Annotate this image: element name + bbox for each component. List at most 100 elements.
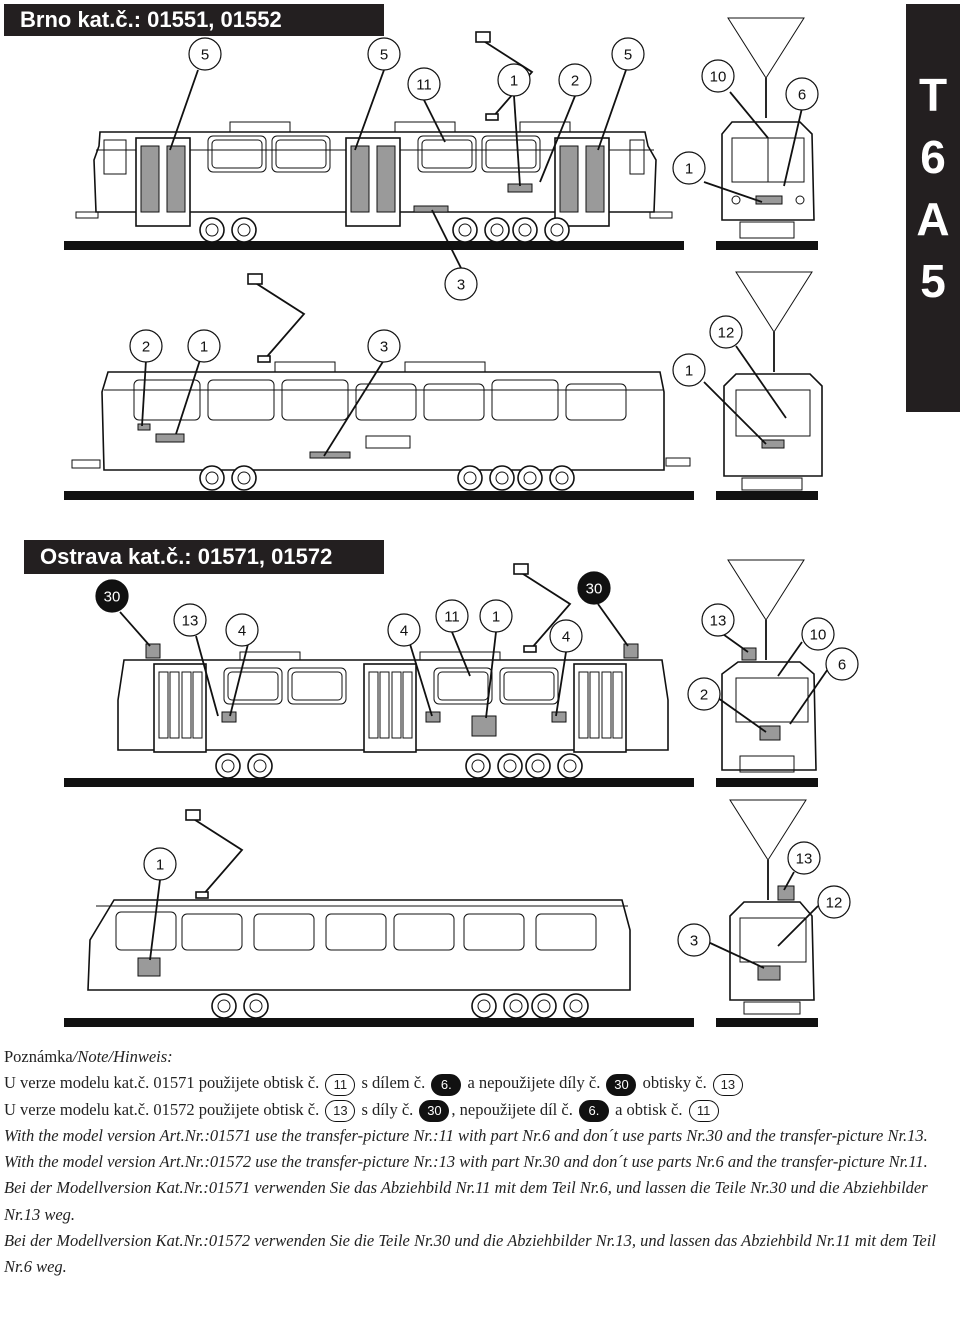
- callout-1-brno: 1: [497, 63, 531, 97]
- note-cz2-text-e: a obtisk č.: [615, 1099, 683, 1119]
- rail-7: [64, 1018, 694, 1027]
- callout-3-brno-bottom: 3: [367, 329, 401, 363]
- svg-text:1: 1: [156, 857, 164, 874]
- svg-text:30: 30: [104, 589, 121, 606]
- brno-front-view-bottom: [716, 271, 823, 500]
- ostrava-side-view-bottom: [64, 809, 694, 1027]
- tab-letter-4: 5: [920, 255, 946, 307]
- svg-text:5: 5: [624, 47, 632, 64]
- svg-text:10: 10: [710, 69, 727, 86]
- badge-13: 13: [325, 1099, 356, 1122]
- svg-text:4: 4: [400, 623, 408, 640]
- rail-5: [64, 778, 694, 787]
- callout-2-ostrava-front: 2: [687, 677, 721, 711]
- leader-lines: [119, 69, 831, 969]
- callout-10-brno-front: 10: [701, 59, 735, 93]
- callout-4-b: 4: [387, 613, 421, 647]
- callout-2-brno: 2: [558, 63, 592, 97]
- svg-text:12: 12: [718, 325, 735, 342]
- svg-text:10: 10: [810, 627, 827, 644]
- note-de-01572: Bei der Modellversion Kat.Nr.:01572 verw…: [4, 1231, 936, 1277]
- svg-text:4: 4: [238, 623, 246, 640]
- brno-side-view-bottom: [64, 273, 694, 500]
- svg-text:1: 1: [200, 339, 208, 356]
- note-cz1-text-e: obtisky č.: [642, 1073, 707, 1093]
- svg-text:1: 1: [510, 73, 518, 90]
- callout-11-brno: 11: [407, 67, 441, 101]
- note-cz-01571: U verze modelu kat.č. 01571 použijete ob…: [4, 1070, 954, 1096]
- notes-heading: Poznámka/Note/Hinweis:: [4, 1044, 954, 1070]
- svg-text:13: 13: [710, 613, 727, 630]
- callout-5-a: 5: [188, 37, 222, 71]
- note-cz1-text-a: U verze modelu kat.č. 01571 použijete ob…: [4, 1073, 320, 1093]
- svg-text:6: 6: [798, 87, 806, 104]
- svg-text:12: 12: [826, 895, 843, 912]
- tab-letter-1: T: [918, 69, 948, 121]
- note-cz-01572: U verze modelu kat.č. 01572 použijete ob…: [4, 1097, 954, 1123]
- callout-13-ostrava-front: 13: [701, 603, 735, 637]
- note-cz2-text-a: U verze modelu kat.č. 01572 použijete ob…: [4, 1099, 320, 1119]
- svg-text:11: 11: [444, 609, 460, 626]
- note-en-01571: With the model version Art.Nr.:01571 use…: [4, 1125, 928, 1145]
- callout-5-b: 5: [367, 37, 401, 71]
- callout-3-ostrava-front: 3: [677, 923, 711, 957]
- callout-6-ostrava-front: 6: [825, 647, 859, 681]
- ostrava-header: Ostrava kat.č.: 01571, 01572: [24, 540, 384, 574]
- ostrava-header-title: Ostrava kat.č.: 01571, 01572: [40, 544, 333, 569]
- badge-6: 6.: [578, 1099, 609, 1122]
- rail-4: [716, 491, 818, 500]
- callout-13-ostrava-front-bottom: 13: [787, 841, 821, 875]
- callout-30-a: 30: [95, 579, 129, 613]
- ostrava-front-view-top: [716, 559, 818, 787]
- svg-text:5: 5: [380, 47, 388, 64]
- notes-label-de: Hinweis:: [113, 1047, 173, 1066]
- notes-label-en: /Note/: [72, 1047, 114, 1066]
- svg-text:2: 2: [142, 339, 150, 356]
- svg-text:3: 3: [690, 933, 698, 950]
- svg-text:3: 3: [380, 339, 388, 356]
- badge-13: 13: [712, 1073, 743, 1096]
- note-cz1-text-d: a nepoužijete díly č.: [467, 1073, 601, 1093]
- svg-text:30: 30: [586, 581, 603, 598]
- badge-6: 6.: [431, 1073, 462, 1096]
- callout-11-ostrava: 11: [435, 599, 469, 633]
- callout-1-brno-bottom: 1: [187, 329, 221, 363]
- rail-1: [64, 241, 684, 250]
- svg-text:11: 11: [416, 77, 432, 94]
- callout-1-brno-front: 1: [672, 151, 706, 185]
- callout-12-ostrava-front: 12: [817, 885, 851, 919]
- svg-text:3: 3: [457, 277, 465, 294]
- svg-text:1: 1: [492, 609, 500, 626]
- ostrava-front-view-bottom: [716, 799, 818, 1027]
- tram-diagram: 5 5 5 11 1 2 3 10 6 1 2 1 3 12 1 30 13 4…: [64, 17, 859, 1027]
- callout-6-brno-front: 6: [785, 77, 819, 111]
- callout-2-brno-bottom: 2: [129, 329, 163, 363]
- callout-1-brno-front-bottom: 1: [672, 353, 706, 387]
- svg-text:2: 2: [700, 687, 708, 704]
- callout-10-ostrava-front: 10: [801, 617, 835, 651]
- svg-text:13: 13: [182, 613, 199, 630]
- callout-30-b: 30: [577, 571, 611, 605]
- rail-3: [64, 491, 694, 500]
- callout-1-ostrava-bottom: 1: [143, 847, 177, 881]
- callout-1-ostrava: 1: [479, 599, 513, 633]
- notes-block: Poznámka/Note/Hinweis: U verze modelu ka…: [4, 1044, 954, 1281]
- rail-8: [716, 1018, 818, 1027]
- brno-header-title: Brno kat.č.: 01551, 01552: [20, 7, 282, 32]
- badge-11: 11: [688, 1099, 719, 1122]
- badge-30: 30: [606, 1073, 637, 1096]
- callout-4-a: 4: [225, 613, 259, 647]
- tab-letter-2: 6: [920, 131, 946, 183]
- svg-text:5: 5: [201, 47, 209, 64]
- badge-11: 11: [325, 1073, 356, 1096]
- note-de-01571: Bei der Modellversion Kat.Nr.:01571 verw…: [4, 1178, 928, 1224]
- svg-text:1: 1: [685, 161, 693, 178]
- callout-12-brno-front: 12: [709, 315, 743, 349]
- model-code-tab: T 6 A 5: [906, 4, 960, 412]
- svg-text:4: 4: [562, 629, 570, 646]
- tab-letter-3: A: [916, 193, 950, 245]
- svg-text:2: 2: [571, 73, 579, 90]
- note-en-01572: With the model version Art.Nr.:01572 use…: [4, 1152, 928, 1172]
- svg-text:1: 1: [685, 363, 693, 380]
- callout-3-brno: 3: [444, 267, 478, 301]
